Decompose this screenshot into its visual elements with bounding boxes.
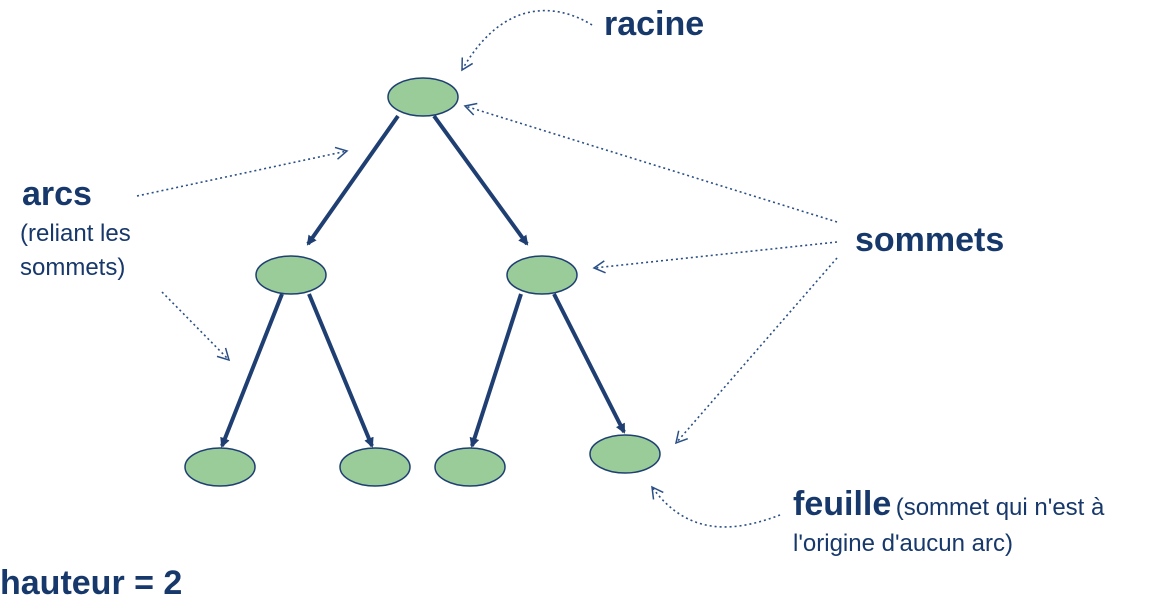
edges-note-line1: (reliant les <box>20 220 131 247</box>
arrow-sommets-right <box>592 241 838 274</box>
edge-root-left <box>306 114 400 246</box>
edges-label: arcs <box>22 175 92 213</box>
node-right-left <box>434 447 506 487</box>
tree-nodes <box>184 77 661 487</box>
annotation-arrows <box>136 9 838 528</box>
node-right <box>506 255 578 295</box>
node-right-right <box>589 434 661 474</box>
edge-root-right <box>432 114 529 246</box>
leaf-note-line2: l'origine d'aucun arc) <box>793 530 1013 557</box>
arrow-arcs-bottom <box>161 291 231 362</box>
node-left-right <box>339 447 411 487</box>
arrow-racine <box>461 9 593 72</box>
arrow-arcs-top <box>136 146 349 197</box>
edges-note: (reliant les sommets) <box>20 217 131 285</box>
root-label: racine <box>604 5 705 43</box>
height-label: hauteur = 2 <box>0 564 183 602</box>
tree-edges <box>220 114 626 448</box>
node-left <box>255 255 327 295</box>
edge-right-rightleft <box>469 293 523 448</box>
node-left-left <box>184 447 256 487</box>
edge-left-leftleft <box>220 293 284 448</box>
leaf-note-line1: (sommet qui n'est à <box>895 494 1105 521</box>
edges-note-line2: sommets) <box>20 254 126 281</box>
edge-right-rightright <box>552 293 626 434</box>
leaf-label: feuille (sommet qui n'est à <box>793 484 1104 531</box>
leaf-word: feuille <box>793 485 892 523</box>
arrow-feuille <box>651 485 781 528</box>
arrow-sommets-leaf <box>674 257 838 445</box>
edge-left-leftright <box>307 293 374 448</box>
vertices-label: sommets <box>855 221 1005 259</box>
arrow-sommets-root <box>463 102 838 223</box>
node-root <box>387 77 459 117</box>
